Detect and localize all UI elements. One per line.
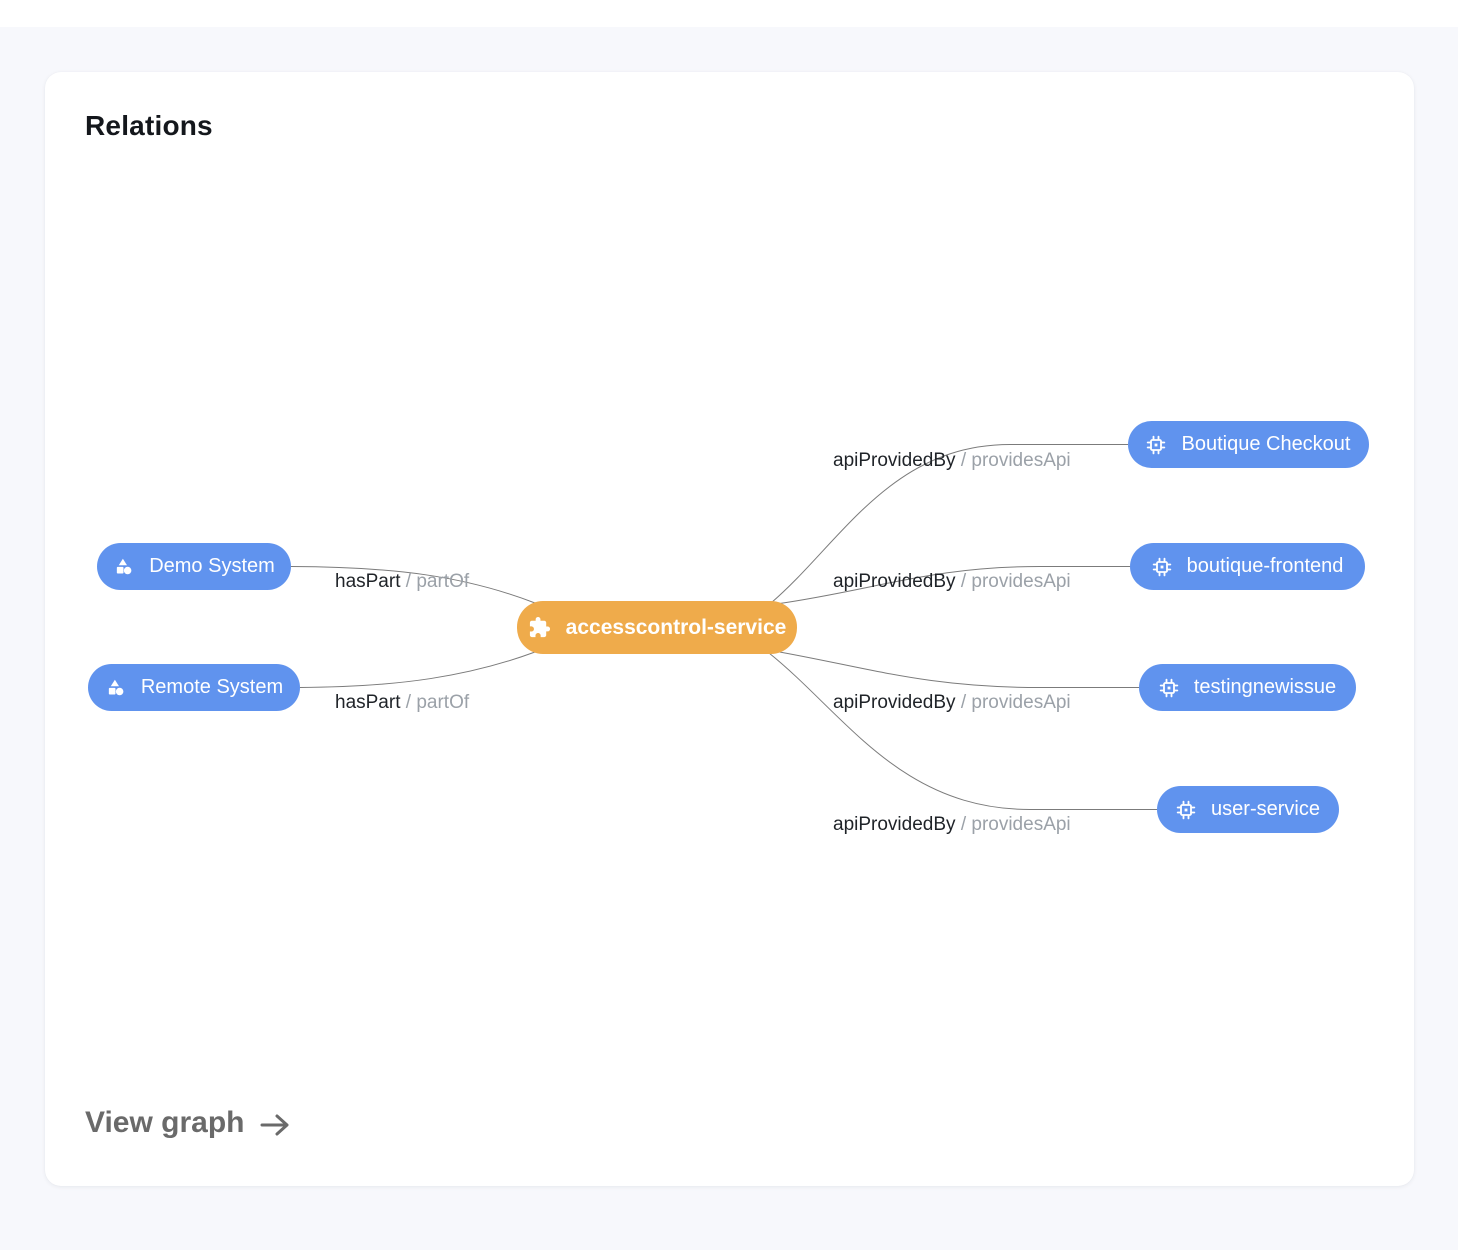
chip-icon — [1159, 678, 1179, 698]
node-label: Boutique Checkout — [1181, 433, 1350, 456]
node-label: Demo System — [149, 555, 275, 578]
node-label: user-service — [1211, 798, 1320, 821]
node-label: Remote System — [141, 676, 283, 699]
edge-label-haspart-1: hasPart / partOf — [335, 570, 469, 594]
chip-icon — [1176, 800, 1196, 820]
node-user-service[interactable]: user-service — [1157, 786, 1339, 833]
node-boutique-frontend[interactable]: boutique-frontend — [1130, 543, 1365, 590]
node-demo-system[interactable]: Demo System — [97, 543, 291, 590]
system-icon — [113, 556, 134, 577]
node-label: boutique-frontend — [1187, 555, 1344, 578]
node-accesscontrol-service[interactable]: accesscontrol-service — [517, 601, 797, 654]
edge-label-apiprovidedby-1: apiProvidedBy / providesApi — [833, 449, 1071, 473]
edge-testingnewissue — [774, 651, 1139, 688]
node-label: testingnewissue — [1194, 676, 1336, 699]
node-boutique-checkout[interactable]: Boutique Checkout — [1128, 421, 1369, 468]
puzzle-icon — [528, 616, 551, 639]
node-remote-system[interactable]: Remote System — [88, 664, 300, 711]
edge-label-apiprovidedby-2: apiProvidedBy / providesApi — [833, 570, 1071, 594]
edge-remote-system — [300, 652, 535, 688]
relations-card: Relations hasPart / partOf hasPart / par… — [45, 72, 1414, 1186]
top-strip — [0, 0, 1458, 27]
node-testingnewissue[interactable]: testingnewissue — [1139, 664, 1356, 711]
edge-user-service — [769, 653, 1157, 810]
view-graph-label: View graph — [85, 1106, 245, 1140]
chip-icon — [1152, 557, 1172, 577]
view-graph-link[interactable]: View graph — [85, 1106, 291, 1140]
system-icon — [105, 677, 126, 698]
arrow-right-icon — [259, 1109, 291, 1138]
edge-label-apiprovidedby-3: apiProvidedBy / providesApi — [833, 691, 1071, 715]
edge-label-apiprovidedby-4: apiProvidedBy / providesApi — [833, 813, 1071, 837]
node-label: accesscontrol-service — [566, 616, 787, 640]
chip-icon — [1146, 435, 1166, 455]
edge-label-haspart-2: hasPart / partOf — [335, 691, 469, 715]
